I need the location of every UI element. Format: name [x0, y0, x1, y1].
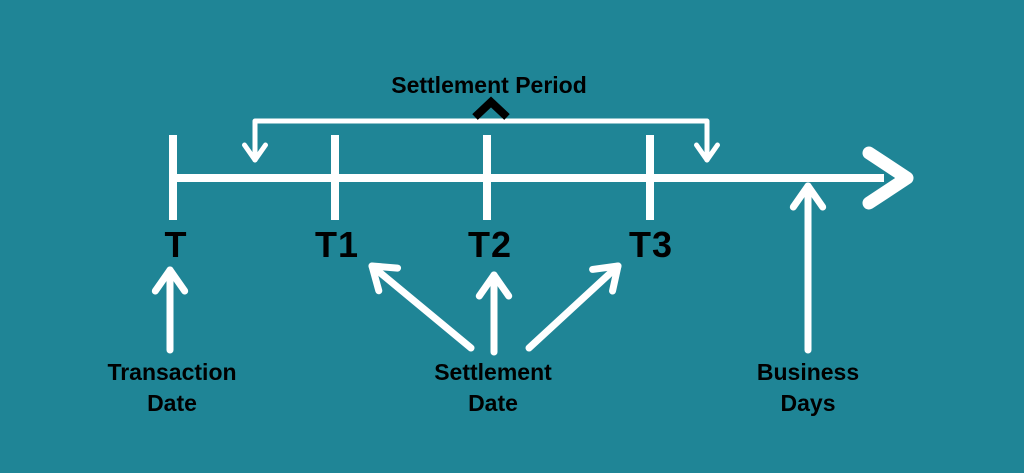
settlement-date-arrow-right — [525, 262, 622, 352]
settlement-period-bracket — [242, 118, 720, 163]
settlement-date-arrow-left — [368, 262, 475, 352]
business-days-caption: Business Days — [756, 359, 860, 416]
caret-up-icon — [472, 96, 510, 120]
settlement-period-label: Settlement Period — [391, 72, 587, 98]
tick-label-t1: T1 — [314, 224, 360, 265]
tick-label-t3: T3 — [628, 224, 674, 265]
timeline-arrowhead-icon — [862, 146, 914, 210]
settlement-date-caption: Settlement Date — [434, 359, 552, 416]
transaction-date-caption: Transaction Date — [107, 359, 237, 416]
tick-label-t2: T2 — [467, 224, 513, 265]
tick-label-t: T — [164, 224, 188, 265]
